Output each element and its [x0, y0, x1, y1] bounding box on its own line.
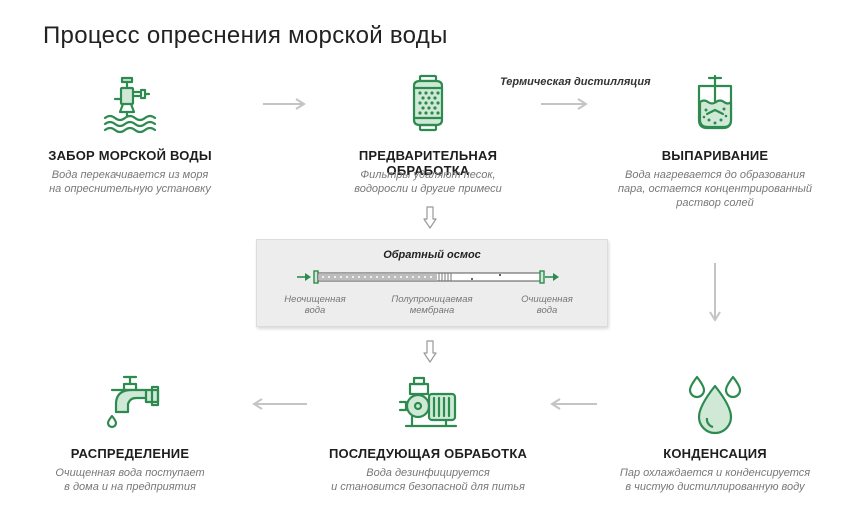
step-title: Предварительная обработка	[358, 148, 498, 178]
arrow-down-icon	[709, 263, 721, 322]
step-title: Распределение	[70, 446, 190, 461]
step-title: Забор морской воды	[48, 148, 212, 163]
arrow-down-icon	[423, 206, 437, 229]
step-evaporation: Выпаривание Вода нагревается до образова…	[600, 70, 830, 220]
water-tap-icon	[106, 375, 160, 429]
step-pretreatment: Предварительная обработка Фильтры удаляю…	[318, 70, 538, 200]
step-title: Выпаривание	[661, 148, 769, 163]
arrow-left-icon	[252, 398, 307, 410]
arrow-down-icon	[423, 340, 437, 363]
filter-cartridge-icon	[412, 74, 444, 132]
reverse-osmosis-title: Обратный осмос	[383, 249, 481, 261]
step-description: Фильтры удаляют песок, водоросли и други…	[354, 169, 502, 195]
pump-motor-icon	[398, 376, 458, 428]
arrow-right-icon	[263, 98, 306, 110]
step-distribution: Распределение Очищенная вода поступает в…	[30, 372, 230, 502]
step-title: Последующая обработка	[328, 446, 528, 461]
arrow-left-icon	[550, 398, 597, 410]
step-posttreatment: Последующая обработка Вода дезинфицирует…	[318, 372, 538, 502]
clean-water-label: Очищенная вода	[521, 294, 573, 316]
reverse-osmosis-panel: Обратный осмос Неочищенная вода Полупрон…	[256, 239, 608, 327]
step-title: Конденсация	[663, 446, 767, 461]
step-intake: Забор морской воды Вода перекачивается и…	[30, 70, 230, 200]
raw-water-label: Неочищенная вода	[284, 294, 346, 316]
step-description: Очищенная вода поступает в дома и на пре…	[55, 467, 205, 493]
water-drops-icon	[688, 375, 742, 435]
evaporation-tank-icon	[697, 74, 733, 130]
page-title: Процесс опреснения морской воды	[43, 22, 448, 49]
sea-pump-icon	[103, 76, 157, 134]
step-description: Вода дезинфицируется и становится безопа…	[331, 467, 525, 493]
membrane-label: Полупроницаемая мембрана	[391, 294, 473, 316]
step-description: Пар охлаждается и конденсируется в чисту…	[619, 467, 811, 493]
membrane-tube-icon	[297, 270, 559, 284]
thermal-distillation-label: Термическая дистилляция	[500, 76, 651, 88]
arrow-right-icon	[541, 98, 588, 110]
step-description: Вода перекачивается из моря на опресните…	[49, 169, 211, 195]
step-condensation: Конденсация Пар охлаждается и конденсиру…	[600, 372, 830, 502]
step-description: Вода нагревается до образования пара, ос…	[617, 169, 813, 209]
